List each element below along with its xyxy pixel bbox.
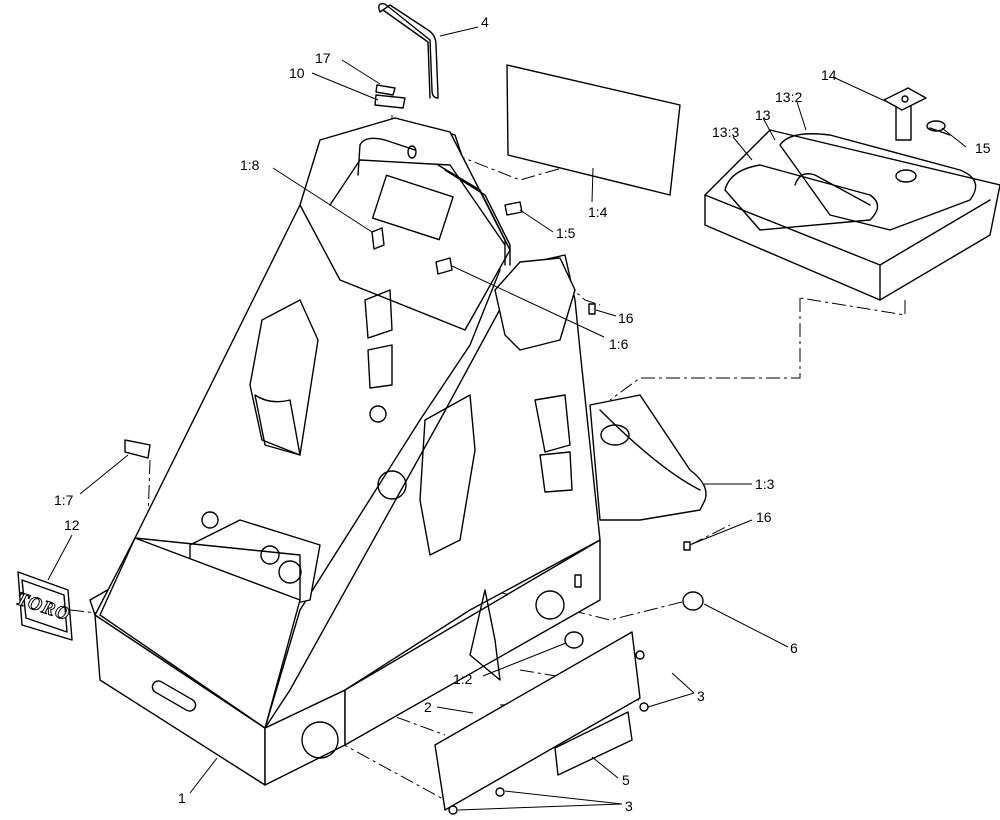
callout-1-3: 1:3 [755, 476, 775, 492]
leader-lines [47, 26, 967, 811]
callout-1: 1 [178, 790, 186, 806]
callout-16-upper: 16 [618, 310, 634, 326]
pin-14 [883, 87, 927, 141]
callout-1-5: 1:5 [556, 225, 576, 241]
callout-1-7: 1:7 [54, 492, 74, 508]
decal-1-8 [371, 227, 385, 250]
callout-5: 5 [622, 772, 630, 788]
plug-6 [682, 591, 704, 611]
callout-12: 12 [64, 517, 80, 533]
callout-13: 13 [755, 107, 771, 123]
callout-4: 4 [481, 14, 489, 30]
toro-logo-decal: TORO [13, 571, 73, 641]
bushing-1-2 [564, 631, 584, 649]
handle [357, 2, 511, 266]
callout-6: 6 [790, 640, 798, 656]
plug-16-lower [683, 541, 691, 551]
callout-14: 14 [821, 67, 837, 83]
callout-3-lower: 3 [625, 798, 633, 814]
callout-labels: 4 17 10 1:8 1:4 1:5 16 1:6 1:7 12 1:3 16… [54, 14, 991, 814]
callout-13-3: 13:3 [712, 124, 739, 140]
decal-1-4 [506, 64, 681, 196]
callout-3-upper: 3 [697, 688, 705, 704]
callout-10: 10 [289, 65, 305, 81]
decal-1-7 [124, 439, 151, 459]
main-frame [89, 117, 707, 786]
lynch-pin-15 [926, 120, 951, 136]
decal-1-6 [435, 257, 453, 275]
callout-16-lower: 16 [756, 509, 772, 525]
callout-1-8: 1:8 [240, 157, 260, 173]
callout-1-2: 1:2 [453, 671, 473, 687]
callout-17: 17 [315, 50, 331, 66]
seat-pad [704, 129, 1000, 301]
callout-1-6: 1:6 [609, 336, 629, 352]
callout-1-4: 1:4 [588, 204, 608, 220]
cover-plate [434, 631, 649, 815]
decal-10-17 [374, 84, 406, 109]
decal-1-5 [504, 201, 523, 216]
callout-2: 2 [424, 699, 432, 715]
plug-16-upper [588, 303, 596, 315]
callout-15: 15 [975, 140, 991, 156]
callout-13-2: 13:2 [775, 89, 802, 105]
